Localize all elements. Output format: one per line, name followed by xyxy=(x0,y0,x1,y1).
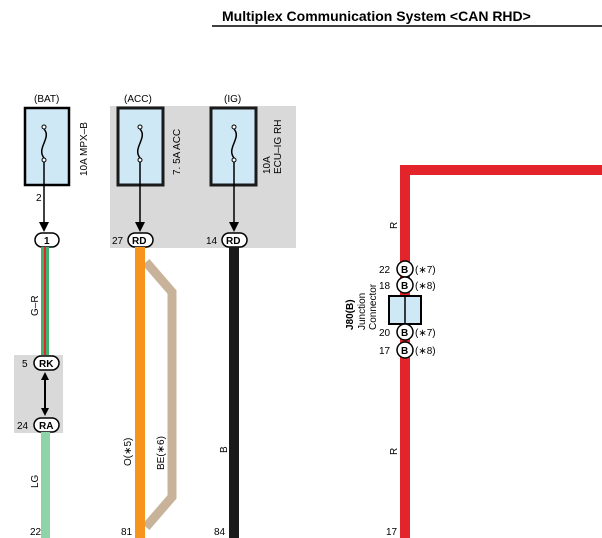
fuse-ig-source: (IG) xyxy=(224,94,241,105)
fuse-ig-name-line2: ECU–IG RH xyxy=(273,120,284,174)
junction-name-line1: Junction xyxy=(357,293,368,330)
bottom-pin-black: 84 xyxy=(214,527,226,538)
fuse-ig-name-line1: 10A xyxy=(262,156,273,174)
bottom-pin-lg: 22 xyxy=(30,527,42,538)
arrow-rk-up xyxy=(41,372,49,380)
wire-beige xyxy=(142,259,177,530)
fuse-bat-pin: 2 xyxy=(36,193,42,204)
arrow-ig xyxy=(229,222,239,232)
wire-black xyxy=(229,247,239,538)
junction-pin-20-num: 20 xyxy=(379,328,391,339)
diagram-title: Multiplex Communication System <CAN RHD> xyxy=(222,8,531,24)
wire-black-label: B xyxy=(219,446,230,453)
junction-pin-22: 22 B (∗7) xyxy=(379,260,436,278)
fuse-ig-terminal-top xyxy=(231,124,237,130)
junction-pin-18-num: 18 xyxy=(379,281,391,292)
junction-pin-22-note: (∗7) xyxy=(415,265,436,276)
junction-pin-18-conn xyxy=(396,276,414,294)
junction-pin-18-label: B xyxy=(401,281,408,292)
junction-id: J80(B) xyxy=(345,299,356,330)
fuse-bat-element xyxy=(41,128,47,159)
bottom-pin-red: 17 xyxy=(386,527,398,538)
fuse-ig-element xyxy=(231,128,237,159)
connector-ra-pin: 24 xyxy=(17,421,29,432)
connector-rk-label: RK xyxy=(39,359,54,370)
connector-rk-pin: 5 xyxy=(22,359,28,370)
fuse-bat-box xyxy=(23,106,71,187)
wire-lg xyxy=(41,432,50,538)
fuse-bat-terminal-top xyxy=(41,124,47,130)
junction-pin-20-conn xyxy=(396,323,414,341)
arrow-bat xyxy=(39,222,49,232)
junction-pin-22-label: B xyxy=(401,265,408,276)
arrow-ra-down xyxy=(41,408,49,416)
wire-red-label-top: R xyxy=(389,222,400,229)
junction-pin-17-note: (∗8) xyxy=(415,346,436,357)
junction-pin-20: 20 B (∗7) xyxy=(379,323,436,341)
fuse-bat-source: (BAT) xyxy=(34,94,59,105)
junction-pin-17-label: B xyxy=(401,346,408,357)
wire-red-horizontal xyxy=(400,165,602,175)
wire-gr-stripe xyxy=(44,247,46,355)
junction-pin-20-note: (∗7) xyxy=(415,328,436,339)
fuse-acc-terminal-top xyxy=(137,124,143,130)
junction-pin-22-num: 22 xyxy=(379,265,391,276)
fuse-acc-element xyxy=(137,128,143,159)
wire-red-label-bottom: R xyxy=(389,448,400,455)
fuse-ig-terminal-bottom xyxy=(231,157,237,163)
fuse-acc-source: (ACC) xyxy=(124,94,152,105)
bottom-pin-orange: 81 xyxy=(121,527,133,538)
wire-lg-label: LG xyxy=(30,474,41,488)
fuse-bat-name: 10A MPX–B xyxy=(79,122,90,176)
fuse-acc-name: 7. 5A ACC xyxy=(172,129,183,175)
arrow-acc xyxy=(135,222,145,232)
connector-rd27-pin: 27 xyxy=(112,236,124,247)
junction-pin-18-note: (∗8) xyxy=(415,281,436,292)
wire-orange-label: O(∗5) xyxy=(123,438,134,466)
junction-pin-17-conn xyxy=(396,341,414,359)
fuse-acc-terminal-bottom xyxy=(137,157,143,163)
junction-pin-17-num: 17 xyxy=(379,346,391,357)
connector-rd14-label: RD xyxy=(226,236,240,247)
junction-pin-18: 18 B (∗8) xyxy=(379,276,436,294)
junction-name-line2: Connector xyxy=(368,283,379,330)
connector-rk xyxy=(33,355,60,371)
connector-ra-label: RA xyxy=(39,421,53,432)
connector-rd14-pin: 14 xyxy=(206,236,218,247)
wire-gr-label: G–R xyxy=(30,295,41,316)
connector-1-label: 1 xyxy=(44,236,50,247)
junction-pin-20-label: B xyxy=(401,328,408,339)
wire-orange xyxy=(135,247,145,538)
junction-pin-17: 17 B (∗8) xyxy=(379,341,436,359)
fuse-bat-terminal-bottom xyxy=(41,157,47,163)
wire-beige-label: BE(∗6) xyxy=(156,436,167,470)
connector-rd27-label: RD xyxy=(132,236,146,247)
